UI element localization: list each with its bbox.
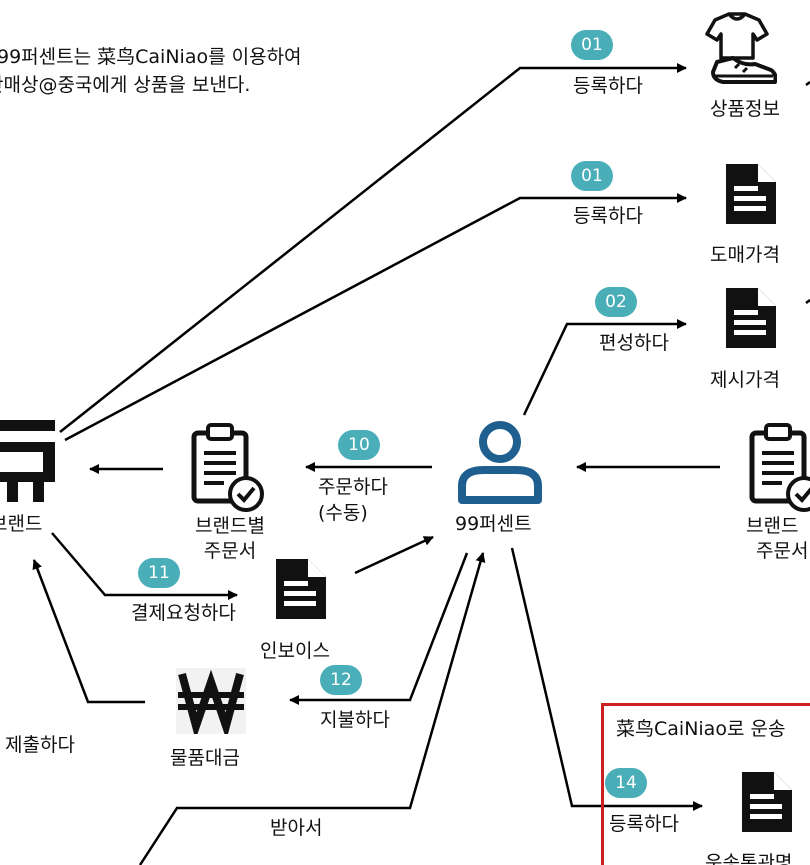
cainiao-frame-title: 菜鸟CaiNiao로 운송 [616,718,786,740]
step-label: 주문하다 [318,476,388,498]
arrow-center-to-payment [289,552,469,705]
step-label-sub: (수동) [318,502,368,524]
customs-doc-label: 운송통관명 [705,852,793,865]
brand-label: 브랜드 [0,513,43,535]
arrow-invoice-to-center [354,535,434,575]
step-badge: 12 [320,665,362,695]
step-label: 결제요청하다 [131,602,236,624]
step-badge: 01 [571,30,613,60]
arrow-bottom-to-center [138,552,486,865]
step-badge: 10 [338,430,380,460]
arrow-center-to-customs-doc [510,547,703,811]
brand-order-label-1: 브랜드별 [195,515,265,537]
person-icon [458,421,542,504]
brand-order-label-2: 주문서 [203,540,257,562]
intro-line-2: 판매상@중국에게 상품을 보낸다. [0,74,251,96]
product-info-label: 상품정보 [710,98,780,120]
step-label: 편성하다 [599,332,669,354]
arrow-brand-to-product-info [59,63,687,433]
intro-line-1: 99퍼센트는 菜鸟CaiNiao를 이용하여 [0,46,302,68]
document-icon [726,288,776,348]
right-order-label-1: 브랜드 [746,515,799,537]
step-label: 지불하다 [320,709,390,731]
step-label: 등록하다 [573,75,643,97]
step-badge: 11 [138,558,180,588]
receive-label: 받아서 [270,817,323,839]
arrow-brand-to-wholesale-price [64,193,687,442]
arrow-brand-to-invoice [51,532,238,600]
step-badge: 02 [595,287,637,317]
submit-label: 제출하다 [5,734,75,756]
step-badge: 01 [571,161,613,191]
invoice-label: 인보이스 [260,640,330,662]
clipboard-check-icon [749,423,810,512]
clipboard-check-icon [191,423,264,512]
center-label: 99퍼센트 [455,513,532,535]
cainiao-shipping-frame [601,703,810,865]
step-label: 등록하다 [609,813,679,835]
step-badge: 14 [605,768,647,798]
payment-label: 물품대금 [170,747,240,769]
edge-stub [805,81,810,86]
right-order-label-2: 주문서 [756,540,809,562]
won-icon [176,668,246,734]
document-icon [276,559,326,619]
wholesale-price-label: 도매가격 [710,244,780,266]
shirt-shoe-icon [705,12,777,84]
document-icon [742,772,792,832]
edge-stub [805,299,810,304]
arrow-center-to-offer-price [522,319,687,416]
brand-logo-icon [0,420,55,502]
arrow-payment-to-brand [32,559,145,704]
offer-price-label: 제시가격 [710,369,780,391]
step-label: 등록하다 [573,205,643,227]
document-icon [726,164,776,224]
